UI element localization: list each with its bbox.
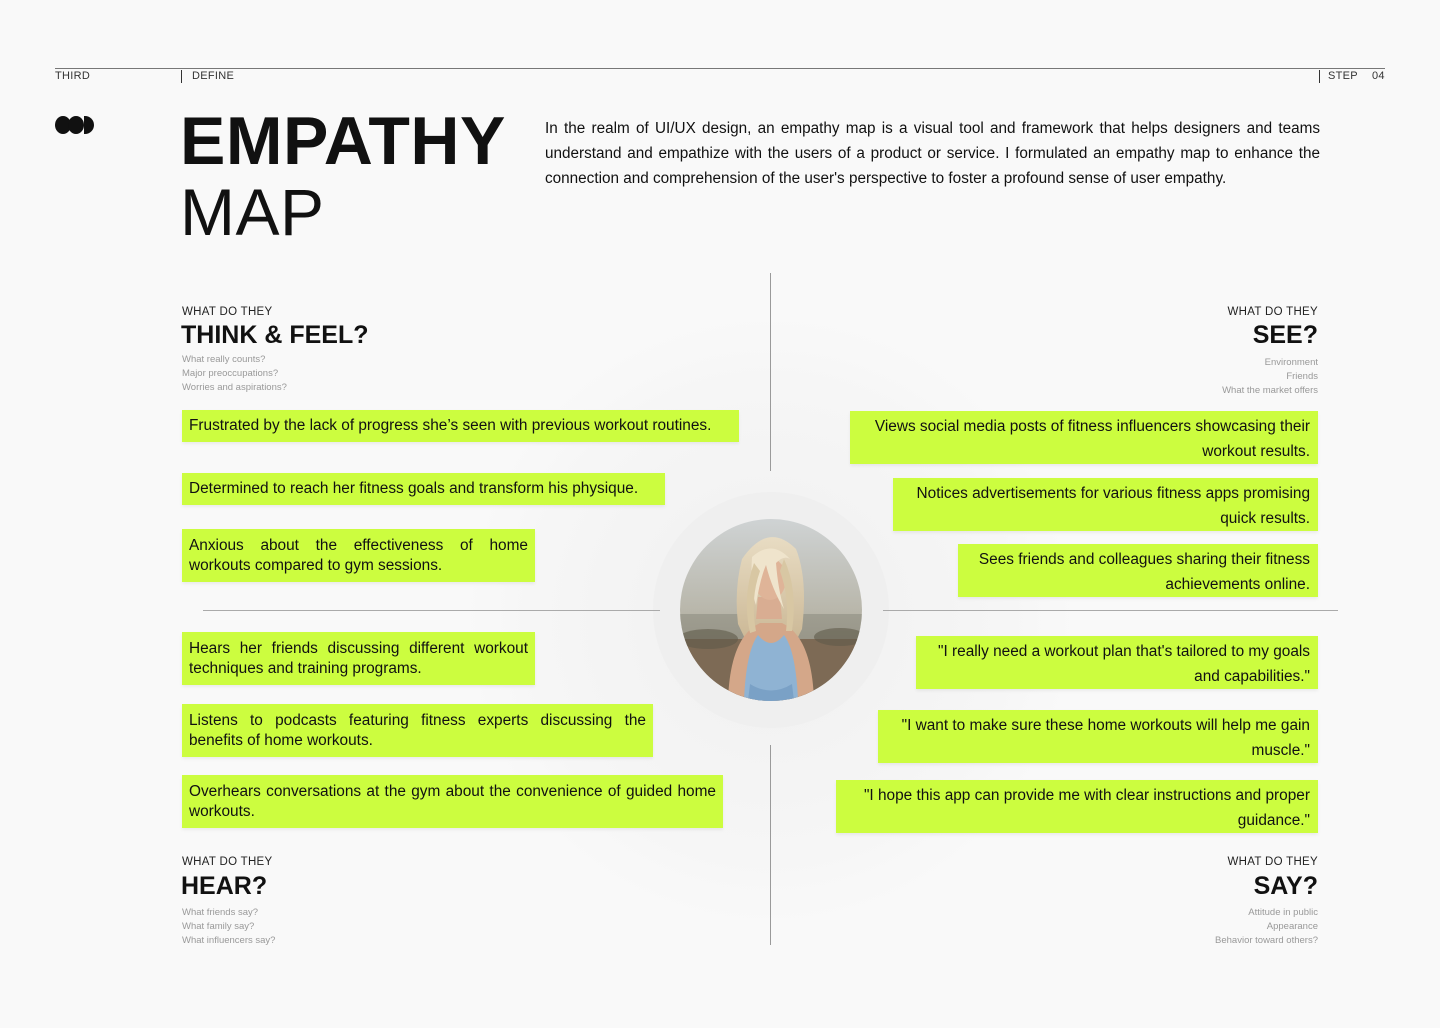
prompt-item: Appearance: [1266, 921, 1318, 932]
header-left-label: THIRD: [55, 70, 91, 82]
say-prompts: Attitude in public Appearance Behavior t…: [1215, 906, 1318, 948]
hear-kicker: WHAT DO THEY: [182, 856, 273, 868]
think-feel-note: Frustrated by the lack of progress she’s…: [182, 410, 739, 442]
prompt-item: Friends: [1286, 371, 1318, 382]
header-step-label: STEP: [1328, 70, 1358, 82]
user-portrait-photo: [680, 519, 862, 701]
header-step-number: 04: [1372, 70, 1385, 82]
three-dots-logo-icon: [55, 115, 97, 135]
prompt-item: What friends say?: [182, 907, 259, 918]
axis-horizontal-right: [883, 610, 1338, 611]
header-divider: [1319, 70, 1320, 83]
prompt-item: What really counts?: [182, 354, 266, 365]
page-title-line2: MAP: [180, 175, 325, 249]
think-feel-prompts: What really counts? Major preoccupations…: [182, 353, 287, 395]
hear-note: Listens to podcasts featuring fitness ex…: [182, 704, 653, 757]
see-note: Views social media posts of fitness infl…: [850, 411, 1318, 464]
hear-note: Overhears conversations at the gym about…: [182, 775, 723, 828]
prompt-item: What influencers say?: [182, 935, 276, 946]
prompt-item: Environment: [1264, 357, 1318, 368]
say-kicker: WHAT DO THEY: [1227, 856, 1318, 868]
say-title: SAY?: [1253, 872, 1318, 900]
axis-vertical-top: [770, 273, 771, 471]
prompt-item: What the market offers: [1222, 385, 1318, 396]
see-note: Notices advertisements for various fitne…: [893, 478, 1318, 531]
prompt-item: What family say?: [182, 921, 255, 932]
prompt-item: Attitude in public: [1248, 907, 1318, 918]
header-divider: [181, 70, 182, 83]
intro-paragraph: In the realm of UI/UX design, an empathy…: [545, 120, 1320, 187]
prompt-item: Behavior toward others?: [1215, 935, 1318, 946]
axis-horizontal-left: [203, 610, 660, 611]
think-feel-note: Anxious about the effectiveness of home …: [182, 529, 535, 582]
hear-title: HEAR?: [181, 872, 268, 900]
think-feel-kicker: WHAT DO THEY: [182, 306, 273, 318]
think-feel-title: THINK & FEEL?: [181, 321, 369, 349]
say-note: "I want to make sure these home workouts…: [878, 710, 1318, 763]
see-title: SEE?: [1252, 321, 1318, 349]
hear-prompts: What friends say? What family say? What …: [182, 906, 275, 948]
see-kicker: WHAT DO THEY: [1227, 306, 1318, 318]
header-section-label: DEFINE: [192, 70, 235, 82]
header-rule: [55, 68, 1385, 69]
see-prompts: Environment Friends What the market offe…: [1222, 356, 1318, 398]
prompt-item: Major preoccupations?: [182, 368, 279, 379]
say-note: "I hope this app can provide me with cle…: [836, 780, 1318, 833]
think-feel-note: Determined to reach her fitness goals an…: [182, 473, 665, 505]
page-title-line1: EMPATHY: [180, 103, 506, 179]
see-note: Sees friends and colleagues sharing thei…: [958, 544, 1318, 597]
prompt-item: Worries and aspirations?: [182, 382, 287, 393]
say-note: "I really need a workout plan that's tai…: [916, 636, 1318, 689]
axis-vertical-bottom: [770, 745, 771, 945]
hear-note: Hears her friends discussing different w…: [182, 632, 535, 685]
